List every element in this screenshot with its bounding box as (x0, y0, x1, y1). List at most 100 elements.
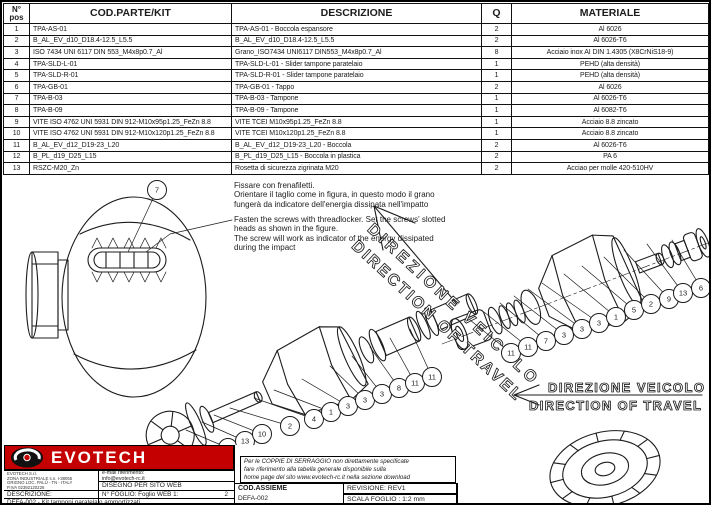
cell-q: 1 (481, 104, 512, 117)
callout-number: 13 (679, 289, 687, 298)
cell-pos: 10 (3, 127, 30, 140)
cell-q: 2 (481, 23, 512, 36)
cell-mat: Al 6026 (511, 23, 709, 36)
company-address: EVOTECH S.r.l. ZONA INDUSTRIALE s.n. I-3… (7, 471, 75, 490)
callout-number: 11 (428, 373, 436, 382)
cell-desc: B_PL_d19_D25_L15 - Boccola in plastica (231, 150, 482, 164)
cell-cod: TPA-SLD-L-01 (29, 57, 232, 71)
cell-q: 2 (481, 80, 512, 94)
cell-pos: 6 (3, 80, 30, 94)
cell-cod: VITE ISO 4762 UNI 5931 DIN 912-M10x95p1.… (29, 115, 232, 129)
scala-foglio-field: SCALA FOGLIO : 1:2 mm (343, 494, 457, 503)
callout-number: 3 (562, 331, 566, 340)
callout-leader (541, 282, 600, 324)
cell-q: 2 (481, 150, 512, 164)
callout-leader (646, 243, 684, 294)
cell-desc: TPA-AS-01 - Boccola espansore (231, 23, 482, 36)
cell-pos: 4 (3, 57, 30, 71)
titleblock-divider (99, 481, 234, 482)
callout-number: 4 (312, 415, 316, 424)
callout-balloon-11 (518, 337, 538, 357)
foglio-field: N° FOGLIO: Foglio WEB 1: 2 (99, 491, 234, 499)
callout-balloon-2 (280, 416, 300, 436)
cell-pos: 11 (3, 138, 30, 152)
cell-pos: 7 (3, 92, 30, 106)
cell-mat: Al 6026-T6 (511, 34, 709, 48)
cell-pos: 13 (3, 162, 30, 175)
cell-q: 2 (481, 34, 512, 48)
callout-number: 7 (544, 337, 548, 346)
cell-mat: PEHD (alta densità) (511, 69, 709, 82)
header-quantita: Q (481, 3, 512, 24)
callout-leader (513, 295, 565, 336)
cell-pos: 12 (3, 150, 30, 164)
callout-leader (253, 397, 315, 420)
note-english: Fasten the screws with threadlocker. Set… (234, 215, 446, 253)
callout-balloon-4 (304, 409, 324, 429)
callout-number: 11 (507, 349, 515, 358)
callout-balloon-6 (691, 278, 709, 298)
cell-desc: B_AL_EV_d10_D18.4-12.5_L5.5 (231, 34, 482, 48)
cell-pos: 8 (3, 104, 30, 117)
cell-cod: B_PL_d19_D25_L15 (29, 150, 232, 164)
evotech-logo: EVOTECH (4, 445, 234, 470)
direction-of-travel-horizontal: DIRECTION OF TRAVEL (529, 398, 701, 413)
titleblock-divider (4, 470, 234, 471)
table-header-row: N° pos COD.PARTE/KIT DESCRIZIONE Q MATER… (3, 3, 709, 24)
callout-number: 1 (329, 408, 333, 417)
travel-arrow-icon (513, 384, 703, 406)
cell-pos: 9 (3, 115, 30, 129)
cell-mat: PA 6 (511, 150, 709, 164)
cell-cod: TPA-SLD-R-01 (29, 69, 232, 82)
cell-mat: Al 6026 (511, 80, 709, 94)
titleblock-divider (234, 445, 235, 503)
callout-leader (563, 273, 617, 318)
callout-balloon-3 (554, 325, 574, 345)
cell-mat: PEHD (alta densità) (511, 57, 709, 71)
callout-number: 7 (155, 186, 159, 195)
direzione-veicolo-horizontal: DIREZIONE VEICOLO (548, 380, 704, 395)
cell-cod: RSZC-M20_Zn (29, 162, 232, 175)
callout-number: 1 (614, 313, 618, 322)
callout-balloon-1 (606, 307, 626, 327)
cell-desc: TPA-B-03 - Tampone (231, 92, 482, 106)
titleblock-divider (98, 470, 99, 503)
cell-desc: VITE TCEI M10x95p1.25_FeZn 8.8 (231, 115, 482, 129)
callout-number: 3 (346, 402, 350, 411)
titleblock-divider (457, 483, 458, 503)
callout-number: 8 (397, 384, 401, 393)
callout-leader (273, 389, 332, 413)
callout-leader (229, 407, 291, 427)
direction-label-horizontal: DIREZIONE VEICOLO DIRECTION OF TRAVEL (513, 380, 704, 413)
parts-table: N° pos COD.PARTE/KIT DESCRIZIONE Q MATER… (3, 3, 709, 175)
header-cod-parte: COD.PARTE/KIT (29, 3, 232, 24)
cell-mat: Al 6026-T6 (511, 138, 709, 152)
cell-cod: TPA-GB-01 (29, 80, 232, 94)
callout-number: 9 (667, 295, 671, 304)
direction-arrow (373, 205, 458, 305)
callout-leader (581, 265, 635, 311)
callout-number: 6 (699, 284, 703, 293)
callout-balloon-10 (252, 424, 272, 444)
cell-q: 2 (481, 162, 512, 175)
callout-number: 5 (632, 306, 636, 315)
descrizione-value: DEFA-002 - Kit tamponi paratelaio ammort… (7, 499, 140, 505)
callout-number: 11 (524, 343, 532, 352)
callout-balloon-7 (147, 180, 167, 200)
cell-q: 8 (481, 46, 512, 59)
note-leader-line (145, 219, 233, 253)
cell-desc: Grano_ISO7434 UNI6117 DIN553_M4x8p0.7_Al (231, 46, 482, 59)
drawing-type-label: DISEGNO PER SITO WEB (102, 482, 182, 489)
cell-q: 1 (481, 69, 512, 82)
cell-q: 1 (481, 115, 512, 129)
cell-mat: Acciaio inox AI DIN 1.4305 (X8CrNiS18-9) (511, 46, 709, 59)
